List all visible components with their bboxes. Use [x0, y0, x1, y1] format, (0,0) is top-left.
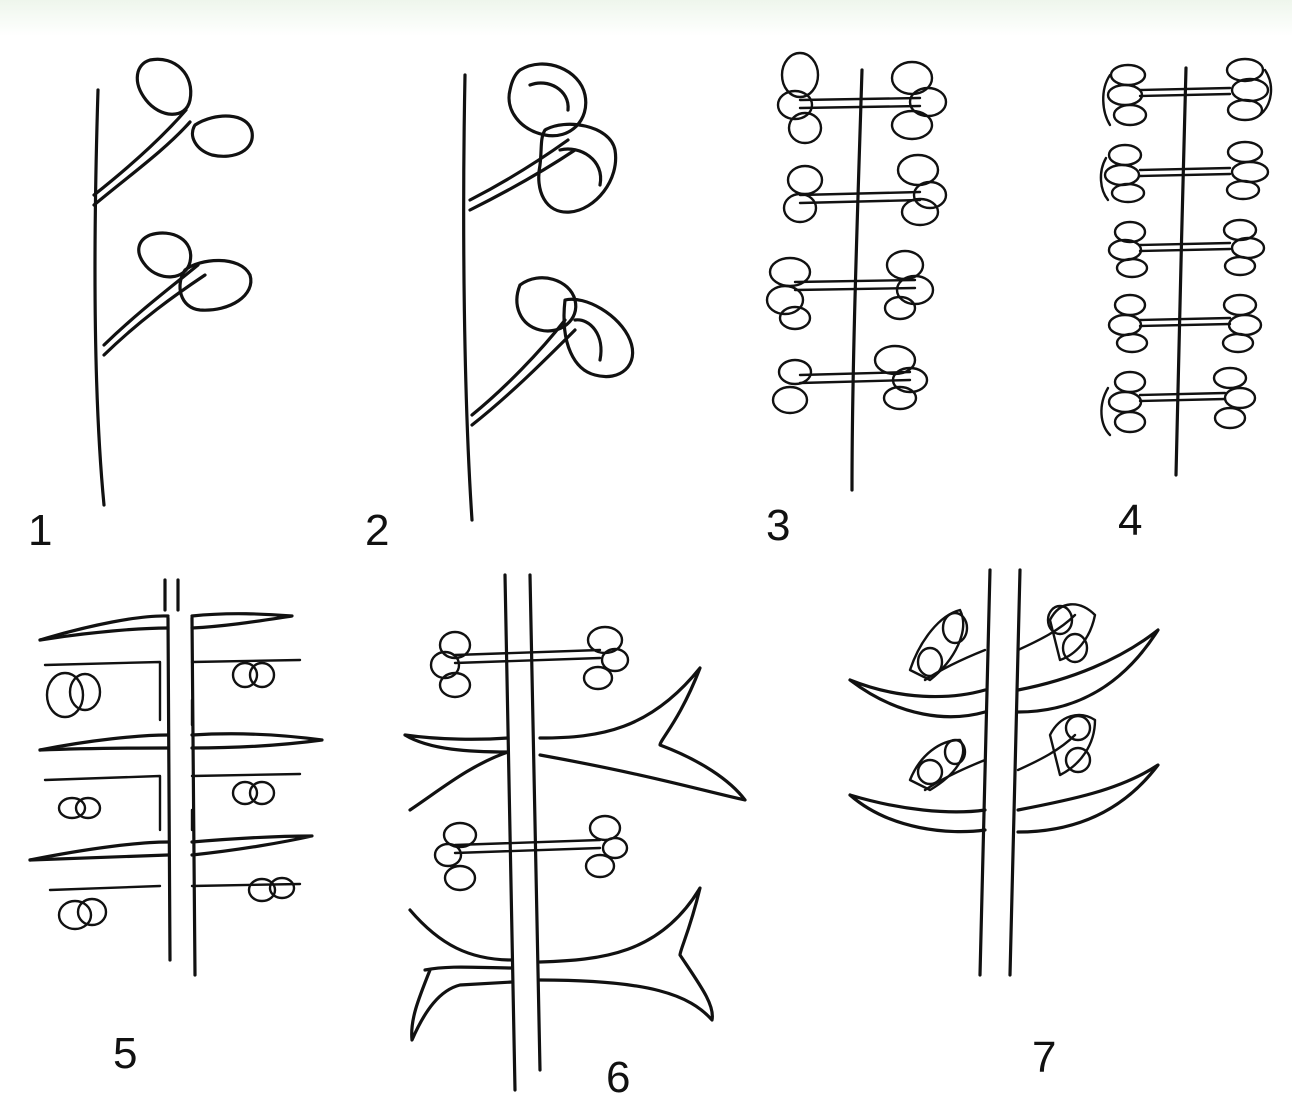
panel-label-5: 5: [113, 1029, 137, 1078]
panel-1-drawing: [94, 59, 252, 505]
panel-label-4: 4: [1118, 496, 1142, 545]
panel-4-drawing: [1101, 59, 1271, 475]
panel-label-6: 6: [606, 1053, 630, 1097]
panel-6-drawing: [405, 575, 745, 1090]
panel-7-drawing: [850, 570, 1158, 975]
panel-3-drawing: [767, 53, 946, 490]
panel-5-drawing: [30, 580, 322, 975]
panel-label-7: 7: [1032, 1033, 1056, 1082]
panel-label-3: 3: [766, 501, 790, 550]
panel-label-1: 1: [28, 506, 52, 555]
panel-2-drawing: [464, 64, 633, 520]
panel-label-2: 2: [365, 506, 389, 555]
